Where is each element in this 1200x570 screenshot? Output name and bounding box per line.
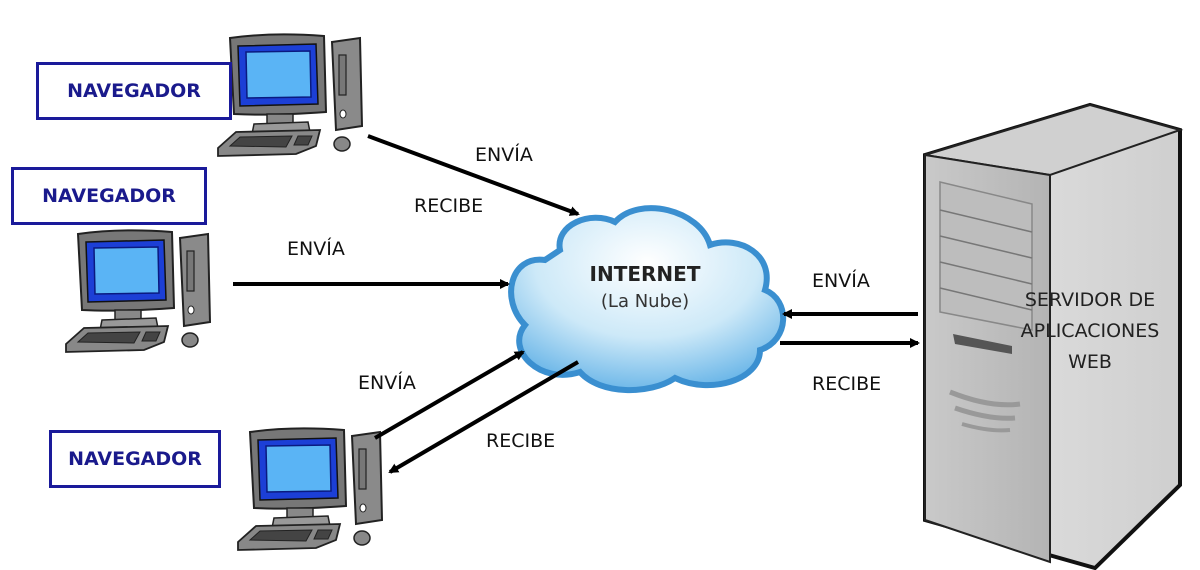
receive-label-browser3: RECIBE: [486, 430, 556, 452]
send-label-browser1: ENVÍA: [475, 144, 533, 166]
server-label-line2: APLICACIONES: [1020, 320, 1160, 342]
receive-label-server: RECIBE: [812, 373, 882, 395]
server-label-line3: WEB: [1068, 351, 1112, 373]
computer-icon-top: [217, 33, 363, 157]
browser-box-middle: NAVEGADOR: [11, 167, 207, 225]
server-label-line1: SERVIDOR DE: [1024, 289, 1156, 311]
server-icon: [923, 102, 1184, 570]
computer-icon-middle: [65, 229, 211, 353]
arrow-browser3-to-cloud: [373, 350, 525, 440]
server-label: SERVIDOR DE APLICACIONES WEB: [1000, 285, 1180, 378]
cloud-title: INTERNET: [589, 262, 701, 286]
browser-box-bottom: NAVEGADOR: [49, 430, 221, 488]
arrow-cloud-to-browser3: [388, 360, 580, 474]
send-label-browser2: ENVÍA: [287, 238, 345, 260]
browser-label: NAVEGADOR: [42, 185, 176, 207]
browser-box-top: NAVEGADOR: [36, 62, 232, 120]
browser-label: NAVEGADOR: [68, 448, 202, 470]
browser-label: NAVEGADOR: [67, 80, 201, 102]
send-label-browser3: ENVÍA: [358, 372, 416, 394]
cloud-icon: [508, 205, 787, 394]
send-label-server: ENVÍA: [812, 270, 870, 292]
computer-icon-bottom: [237, 427, 383, 551]
arrow-browser1-to-cloud: [367, 134, 580, 216]
receive-label-browser1: RECIBE: [414, 195, 484, 217]
cloud-subtitle: (La Nube): [600, 291, 690, 312]
